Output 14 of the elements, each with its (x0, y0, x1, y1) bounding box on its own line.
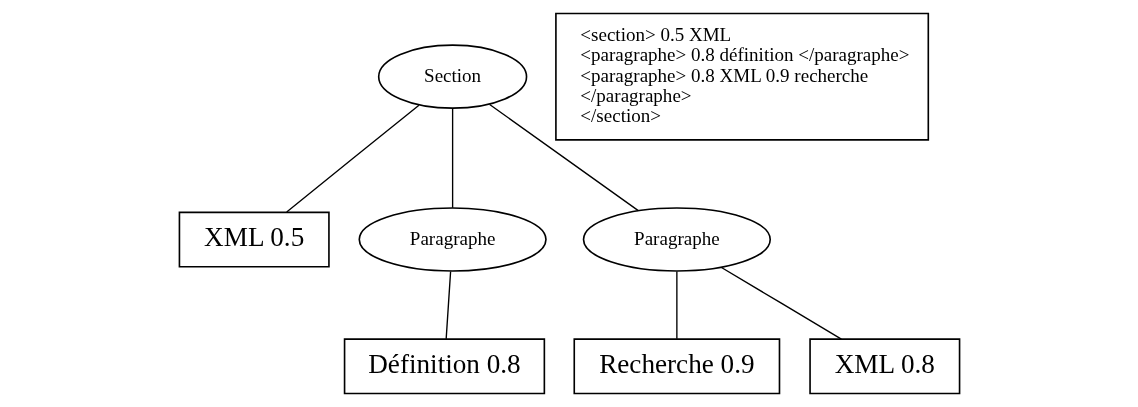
connector (445, 270, 451, 340)
connector (488, 103, 639, 212)
connector (720, 266, 842, 340)
connector (285, 104, 420, 213)
node-box: XML 0.5 (178, 211, 330, 268)
connector (675, 270, 678, 340)
node-box: Recherche 0.9 (572, 338, 780, 395)
node-box: <section> 0.5 XML <paragraphe> 0.8 définition </paragraphe> <paragraphe> 0.8 XML 0.9 recherche </paragraphe> </section> (554, 12, 929, 141)
node-ellipse: Paragraphe (357, 207, 547, 272)
connector (451, 107, 453, 209)
node-ellipse: Section (377, 44, 527, 109)
node-box: XML 0.8 (808, 338, 960, 395)
node-ellipse: Paragraphe (582, 207, 771, 272)
node-box: Définition 0.8 (343, 338, 545, 395)
